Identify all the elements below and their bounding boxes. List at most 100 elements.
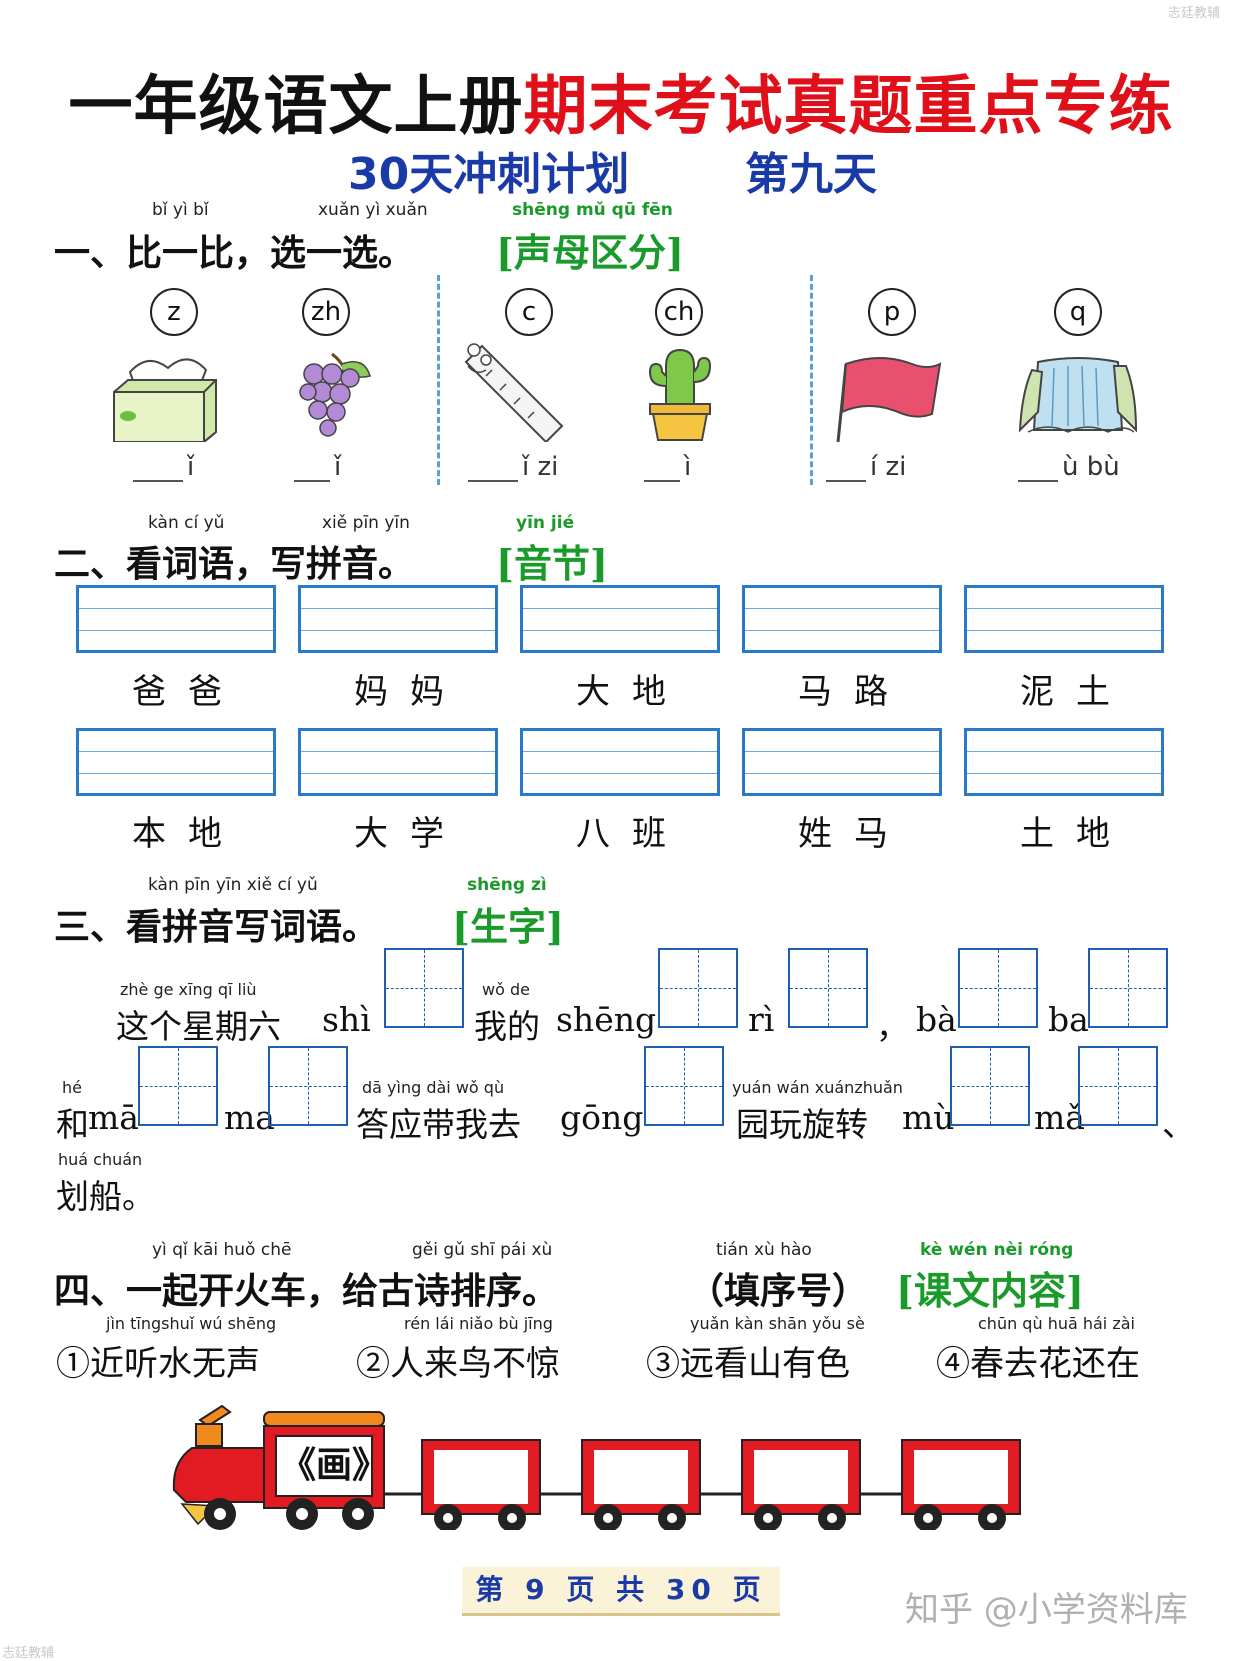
pinyin-box[interactable] [964, 728, 1164, 796]
grapes-image [299, 352, 371, 437]
vocab-word: 马路 [798, 672, 910, 712]
s3-pinyin-ba2: ba [1048, 1000, 1089, 1039]
poem-pinyin-1: jìn tīngshuǐ wú shēng [106, 1314, 277, 1333]
blank-6: ù bù [1018, 452, 1120, 482]
poem-3: ③远看山有色 [646, 1344, 850, 1384]
divider-2 [810, 275, 813, 485]
char-box-8[interactable] [644, 1046, 724, 1126]
pinyin-box[interactable] [298, 728, 498, 796]
vocab-word: 本地 [132, 814, 244, 854]
s3-text-3: 答应带我去 [356, 1105, 521, 1144]
char-box-5[interactable] [1088, 948, 1168, 1028]
train-image [172, 1404, 1021, 1530]
s1-pinyin-2: xuǎn yì xuǎn [318, 200, 428, 220]
vocab-word: 姓马 [798, 814, 910, 854]
section4-tag: [课文内容] [896, 1268, 1084, 1313]
char-box-2[interactable] [658, 948, 738, 1028]
s3-pinyin-gong: gōng [560, 1098, 644, 1137]
s3-pinyin-mu: mù [902, 1098, 955, 1137]
source-watermark: 知乎 @小学资料库 [905, 1590, 1188, 1630]
letter-c: c [505, 288, 553, 336]
s2-pinyin-2: xiě pīn yīn [322, 513, 410, 533]
s3-ruby-4: dā yìng dài wǒ qù [362, 1078, 505, 1097]
poem-pinyin-3: yuǎn kàn shān yǒu sè [690, 1314, 865, 1333]
s3-pinyin-2: shēng zì [467, 875, 547, 895]
s3-pinyin-ma1: mā [88, 1098, 139, 1137]
section2-tag: [音节] [496, 541, 608, 586]
poem-pinyin-2: rén lái niǎo bù jīng [404, 1314, 553, 1333]
vocab-word: 大学 [354, 814, 466, 854]
letter-ch: ch [655, 288, 703, 336]
pinyin-box[interactable] [76, 728, 276, 796]
vocab-word: 土地 [1020, 814, 1132, 854]
pinyin-box[interactable] [520, 728, 720, 796]
s3-dun: 、 [1162, 1105, 1195, 1144]
blank-2: ǐ [294, 452, 341, 482]
s3-pinyin-1: kàn pīn yīn xiě cí yǔ [148, 875, 318, 895]
char-box-6[interactable] [138, 1046, 218, 1126]
s3-pinyin-shi: shì [322, 1000, 371, 1039]
s3-text-he: 和 [56, 1105, 89, 1144]
blank-4: ì [644, 452, 691, 482]
pinyin-box[interactable] [964, 585, 1164, 653]
vocab-word: 大地 [576, 672, 688, 712]
watermark-bottom: 志廷教辅 [2, 1646, 55, 1661]
vocab-word: 爸爸 [132, 672, 244, 712]
section3-tag: [生字] [452, 904, 564, 949]
poem-pinyin-4: chūn qù huā hái zài [978, 1314, 1135, 1333]
blank-5: í zi [826, 452, 906, 482]
pinyin-box[interactable] [742, 728, 942, 796]
pinyin-box[interactable] [298, 585, 498, 653]
s3-text-1: 这个星期六 [116, 1007, 281, 1046]
letter-q: q [1054, 288, 1102, 336]
s1-pinyin-3: shēng mǔ qū fēn [512, 200, 673, 220]
poem-4: ④春去花还在 [936, 1344, 1140, 1384]
vocab-word: 妈妈 [354, 672, 466, 712]
letter-zh: zh [302, 288, 350, 336]
tissue-box-image [113, 358, 217, 442]
s3-pinyin-ma2: ma [224, 1098, 275, 1137]
char-box-1[interactable] [384, 948, 464, 1028]
s3-ruby-3: hé [62, 1078, 82, 1097]
char-box-9[interactable] [950, 1046, 1030, 1126]
s4-pinyin-4: kè wén nèi róng [920, 1240, 1074, 1260]
s3-ruby-2: wǒ de [482, 980, 530, 999]
s3-pinyin-sheng: shēng [556, 1000, 657, 1039]
s2-pinyin-1: kàn cí yǔ [148, 513, 225, 533]
s1-pinyin-1: bǐ yì bǐ [152, 200, 209, 220]
section3-heading: 三、看拼音写词语。 [54, 906, 379, 948]
section4-heading-fill: （填序号） [688, 1270, 869, 1312]
page-number: 第 9 页 共 30 页 [462, 1567, 780, 1616]
s2-pinyin-3: yīn jié [516, 513, 575, 533]
s4-pinyin-3: tián xù hào [716, 1240, 812, 1260]
page-title: 一年级语文上册期末考试真题重点专练 [68, 69, 1174, 144]
s3-ruby-5: yuán wán xuánzhuǎn [732, 1078, 903, 1097]
blank-1: ǐ [133, 452, 194, 482]
pinyin-box[interactable] [520, 585, 720, 653]
s4-pinyin-1: yì qǐ kāi huǒ chē [152, 1240, 292, 1260]
watermark-top: 志廷教辅 [1168, 6, 1221, 21]
divider-1 [437, 275, 440, 485]
poem-2: ②人来鸟不惊 [356, 1344, 560, 1384]
char-box-3[interactable] [788, 948, 868, 1028]
char-box-7[interactable] [268, 1046, 348, 1126]
poem-1: ①近听水无声 [56, 1344, 260, 1384]
section1-tag: [声母区分] [496, 230, 684, 275]
pinyin-box[interactable] [742, 585, 942, 653]
section1-heading: 一、比一比，选一选。 [54, 232, 415, 274]
s3-text-2: 我的 [474, 1007, 540, 1046]
s3-pinyin-ma3: mǎ [1034, 1098, 1085, 1137]
s3-ruby-6: huá chuán [58, 1150, 143, 1169]
subtitle-plan: 30天冲刺计划 [348, 149, 630, 200]
s4-pinyin-2: gěi gǔ shī pái xù [412, 1240, 553, 1260]
char-box-10[interactable] [1078, 1046, 1158, 1126]
pinyin-box[interactable] [76, 585, 276, 653]
waterfall-image [1018, 357, 1138, 433]
section4-heading: 四、一起开火车，给古诗排序。 [54, 1270, 559, 1312]
train-label: 《画》 [280, 1444, 389, 1486]
char-box-4[interactable] [958, 948, 1038, 1028]
s3-pinyin-ri: rì [748, 1000, 775, 1039]
letter-p: p [868, 288, 916, 336]
section2-heading: 二、看词语，写拼音。 [54, 543, 415, 585]
vocab-word: 八班 [576, 814, 688, 854]
